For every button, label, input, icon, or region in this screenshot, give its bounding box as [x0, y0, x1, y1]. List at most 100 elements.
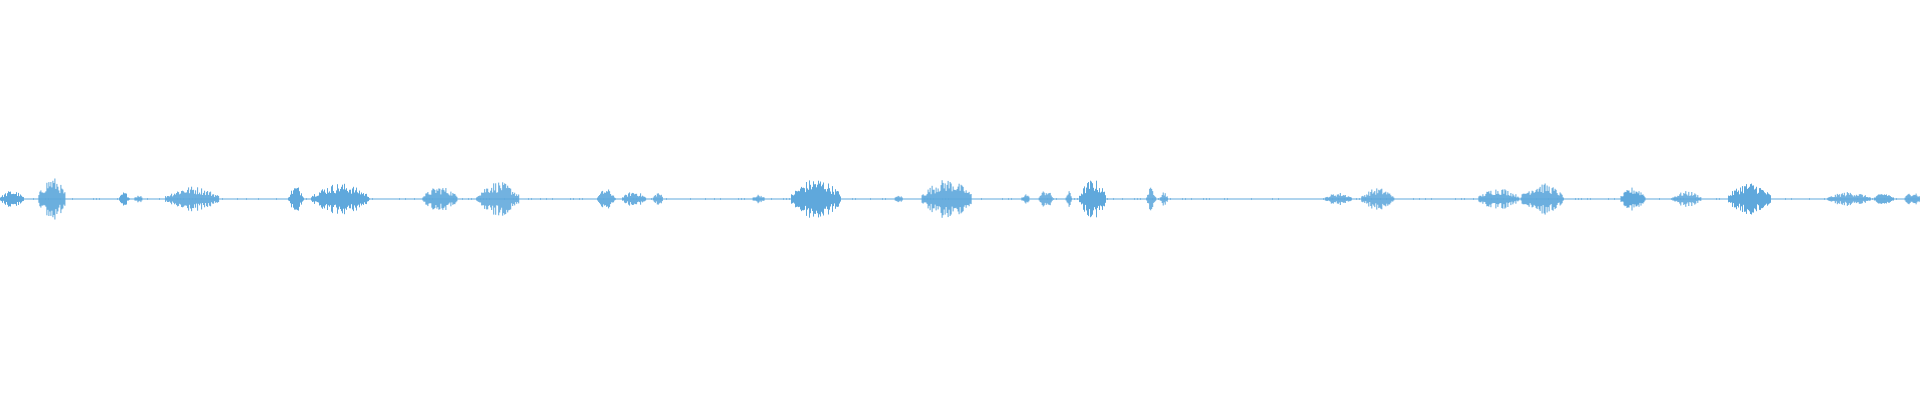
- waveform-bar: [1841, 193, 1843, 205]
- waveform-bar: [1349, 197, 1351, 202]
- waveform-bar: [1838, 194, 1840, 204]
- waveform-bar: [501, 190, 503, 208]
- waveform-bar: [486, 188, 488, 210]
- waveform-bar: [1682, 195, 1684, 203]
- waveform-noise: [705, 198, 706, 200]
- waveform-bar: [1643, 195, 1645, 203]
- waveform-bar: [1917, 196, 1919, 202]
- waveform-noise: [1578, 198, 1579, 200]
- waveform-bar: [1104, 191, 1105, 207]
- waveform-bar: [1520, 197, 1522, 201]
- waveform-bar: [1522, 193, 1524, 205]
- waveform-bar: [1518, 197, 1520, 201]
- waveform-bar: [1769, 194, 1770, 204]
- waveform-bar: [658, 194, 660, 204]
- waveform-bar: [214, 196, 216, 202]
- waveform-noise: [1008, 198, 1009, 200]
- waveform-bar: [441, 189, 443, 209]
- waveform-bar: [1368, 191, 1370, 207]
- waveform-noise: [1896, 198, 1897, 200]
- waveform-bar: [23, 197, 24, 201]
- waveform-bar: [951, 191, 953, 207]
- waveform-bar: [1089, 188, 1090, 210]
- waveform-bar: [930, 194, 932, 204]
- waveform-bar: [946, 184, 948, 213]
- waveform-bar: [435, 193, 437, 205]
- waveform-bar: [1516, 197, 1518, 201]
- waveform-bar: [1342, 195, 1344, 203]
- waveform-bar: [967, 192, 969, 205]
- waveform-bar: [1160, 197, 1162, 201]
- waveform-noise: [1716, 198, 1717, 200]
- waveform-bar: [1105, 195, 1106, 203]
- waveform-bar: [1028, 196, 1030, 202]
- waveform-bar: [1831, 196, 1833, 202]
- waveform-segment: [1520, 183, 1564, 215]
- waveform-bar: [140, 196, 142, 203]
- waveform-bar: [963, 191, 965, 207]
- waveform-bar: [825, 189, 826, 209]
- waveform-bar: [938, 191, 940, 207]
- waveform-bar: [1085, 193, 1086, 205]
- waveform-bar: [1746, 184, 1747, 214]
- waveform-bar: [500, 188, 502, 210]
- waveform-bar: [1623, 192, 1625, 206]
- waveform-bar: [1888, 195, 1890, 203]
- waveform-bar: [1388, 193, 1390, 205]
- waveform-bar: [1328, 197, 1330, 201]
- waveform-noise: [1251, 198, 1252, 200]
- waveform-bar: [960, 184, 962, 214]
- waveform-segment: [791, 180, 841, 218]
- waveform-noise: [531, 198, 532, 200]
- waveform-bar: [1509, 196, 1511, 202]
- waveform-bar: [628, 193, 630, 205]
- waveform-noise: [690, 198, 691, 200]
- waveform-bar: [1378, 189, 1380, 209]
- waveform-bar: [487, 188, 489, 210]
- waveform-bar: [1559, 192, 1561, 206]
- waveform-bar: [1361, 196, 1363, 202]
- waveform-bar: [207, 191, 209, 207]
- waveform-bar: [652, 197, 654, 201]
- waveform-bar: [2, 195, 3, 203]
- waveform-bar: [1379, 190, 1381, 208]
- waveform-bar: [506, 188, 508, 210]
- waveform-bar: [493, 183, 495, 215]
- waveform-bar: [1892, 197, 1894, 201]
- waveform-noise: [1077, 198, 1078, 200]
- waveform-bar: [1508, 195, 1510, 203]
- waveform-bar: [1381, 188, 1383, 210]
- waveform-bar: [797, 191, 798, 207]
- waveform-bar: [956, 189, 958, 209]
- waveform-bar: [1387, 192, 1389, 206]
- waveform-bar: [1873, 197, 1875, 201]
- waveform-bar: [1338, 195, 1340, 203]
- waveform-bar: [425, 193, 427, 205]
- waveform-bar: [52, 180, 54, 218]
- waveform-bar: [1842, 195, 1844, 203]
- waveform-noise: [666, 198, 667, 200]
- waveform-bar: [1556, 193, 1558, 205]
- waveform-bar: [1484, 195, 1486, 203]
- waveform-bar: [517, 196, 519, 202]
- waveform-bar: [1514, 196, 1516, 202]
- waveform-bar: [1686, 194, 1688, 204]
- waveform-bar: [339, 191, 340, 207]
- waveform-bar: [941, 180, 943, 218]
- waveform-segment: [622, 192, 647, 206]
- waveform-bar: [502, 182, 504, 216]
- waveform-bar: [796, 191, 797, 207]
- waveform-bar: [343, 189, 344, 209]
- waveform-bar: [331, 186, 332, 212]
- waveform-bar: [926, 194, 928, 204]
- waveform-bar: [448, 194, 450, 204]
- waveform-bar: [1501, 189, 1503, 208]
- waveform-bar: [217, 195, 219, 203]
- waveform-bar: [1874, 197, 1876, 201]
- waveform-bar: [1478, 196, 1480, 202]
- waveform-bar: [518, 194, 520, 204]
- waveform-bar: [1163, 195, 1165, 203]
- waveform-bar: [497, 192, 499, 206]
